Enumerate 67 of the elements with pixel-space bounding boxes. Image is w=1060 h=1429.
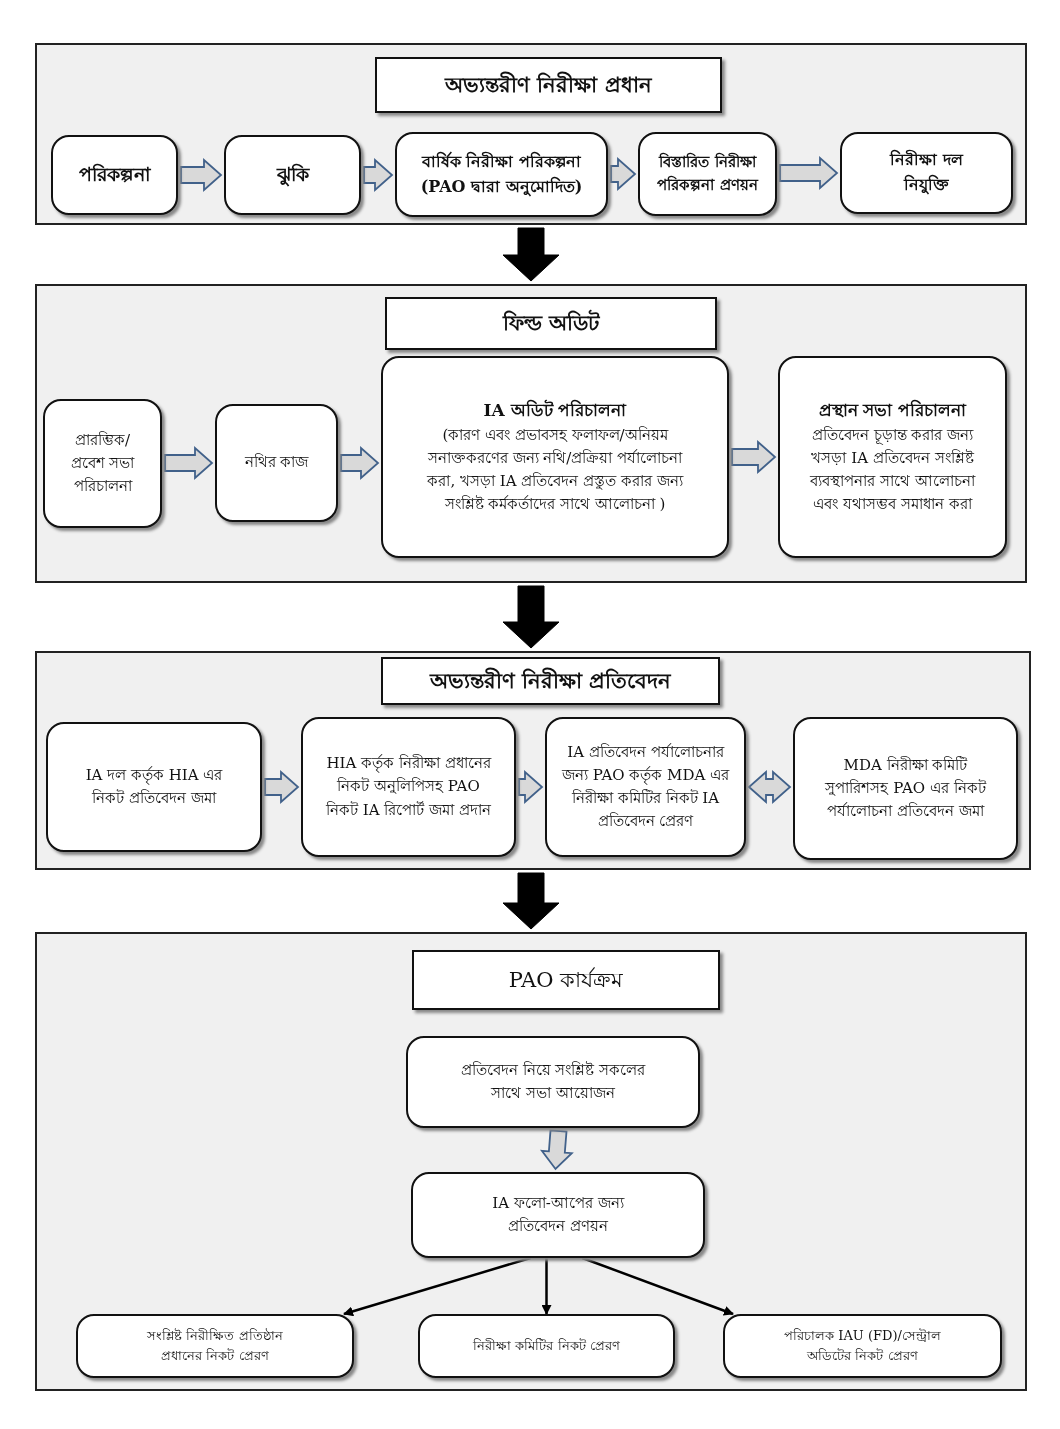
- box-heading: প্রস্থান সভা পরিচালনা: [818, 398, 967, 423]
- box-text: (কারণ এবং প্রভাবসহ ফলাফল/অনিয়ম সনাক্তকরণের জন্য নথি/প্রক্রিয়া পর্যালোচনা করা, খসড়া IA প্রতিবেদন প্রস্তুত করার জন্য সংশ্লিষ্ট কর্মকর্তাদের সাথে আলোচনা ): [426, 424, 685, 516]
- block-arrow: [264, 770, 300, 804]
- box-text: ঝুকি: [276, 162, 309, 189]
- process-box: [418, 1314, 675, 1378]
- process-box: [638, 132, 777, 216]
- block-arrow: [340, 446, 380, 480]
- process-box: [840, 132, 1013, 214]
- section-panel: [35, 284, 1027, 583]
- process-box: [51, 135, 178, 215]
- box-text: নিরীক্ষা দল নিযুক্তি: [888, 148, 965, 197]
- block-arrow: [180, 158, 223, 192]
- box-text: পরিচালক IAU (FD)/সেন্ট্রাল অডিটের নিকট প্রেরণ: [783, 1326, 942, 1365]
- block-arrow: [502, 585, 560, 649]
- section-panel: [35, 932, 1027, 1391]
- block-arrow: [502, 227, 560, 282]
- block-arrow: [779, 156, 839, 190]
- process-box: [224, 135, 361, 215]
- process-box: [406, 1036, 700, 1128]
- process-box: [411, 1172, 705, 1258]
- block-arrow: [610, 157, 637, 191]
- box-text: MDA নিরীক্ষা কমিটি সুপারিশসহ PAO এর নিকট পর্যালোচনা প্রতিবেদন জমা: [825, 754, 986, 823]
- arrow: [581, 1256, 734, 1316]
- arrow: [343, 1256, 531, 1317]
- box-text: IA প্রতিবেদন পর্যালোচনার জন্য PAO কর্তৃক MDA এর নিরীক্ষা কমিটির নিকট IA প্রতিবেদন প্রেরণ: [561, 741, 730, 833]
- box-text: প্রারম্ভিক/ প্রবেশ সভা পরিচালনা: [69, 429, 136, 498]
- section-panel: [35, 651, 1031, 870]
- process-box: [43, 399, 162, 528]
- box-text: বার্ষিক নিরীক্ষা পরিকল্পনা (PAO দ্বারা অনুমোদিত): [419, 150, 584, 199]
- box-text: বিস্তারিত নিরীক্ষা পরিকল্পনা প্রণয়ন: [656, 151, 760, 196]
- heading-box: [412, 950, 720, 1010]
- box-text: IA ফলো-আপের জন্য প্রতিবেদন প্রণয়ন: [491, 1192, 626, 1237]
- block-arrow: [164, 446, 214, 480]
- section-heading: PAO কার্যক্রম: [508, 966, 624, 994]
- process-box: [381, 356, 729, 558]
- block-arrow: [518, 770, 544, 804]
- box-text: নথির কাজ: [244, 452, 309, 474]
- heading-box: [375, 57, 722, 113]
- box-text: নিরীক্ষা কমিটির নিকট প্রেরণ: [473, 1336, 620, 1355]
- section-heading: ফিল্ড অডিট: [502, 308, 600, 338]
- block-arrow: [502, 872, 560, 930]
- box-text: প্রতিবেদন চূড়ান্ত করার জন্য খসড়া IA প্রতিবেদন সংশ্লিষ্ট ব্যবস্থাপনার সাথে আলোচনা এবং যথাসম্ভব সমাধান করা: [809, 424, 977, 516]
- process-box: [301, 717, 516, 857]
- box-text: প্রতিবেদন নিয়ে সংশ্লিষ্ট সকলের সাথে সভা আয়োজন: [459, 1059, 647, 1104]
- block-arrow: [731, 440, 777, 474]
- heading-box: [381, 657, 720, 705]
- process-box: [215, 404, 338, 522]
- box-heading: IA অডিট পরিচালনা: [483, 398, 627, 423]
- box-text: IA দল কর্তৃক HIA এর নিকট প্রতিবেদন জমা: [84, 764, 224, 809]
- process-box: [793, 717, 1018, 860]
- block-arrow: [747, 770, 792, 804]
- section-panel: [35, 43, 1027, 225]
- section-heading: অভ্যন্তরীণ নিরীক্ষা প্রধান: [445, 70, 652, 99]
- section-heading: অভ্যন্তরীণ নিরীক্ষা প্রতিবেদন: [429, 666, 672, 695]
- arrow: [541, 1258, 552, 1315]
- box-text: পরিকল্পনা: [78, 162, 151, 188]
- block-arrow: [540, 1129, 574, 1171]
- process-box: [395, 132, 608, 217]
- process-box: [46, 722, 262, 852]
- process-box: [723, 1314, 1002, 1378]
- process-box: [545, 717, 746, 857]
- heading-box: [385, 297, 717, 350]
- box-text: সংশ্লিষ্ট নিরীক্ষিত প্রতিষ্ঠান প্রধানের নিকট প্রেরণ: [146, 1326, 284, 1365]
- box-text: HIA কর্তৃক নিরীক্ষা প্রধানের নিকট অনুলিপিসহ PAO নিকট IA রিপোর্ট জমা প্রদান: [325, 753, 493, 821]
- process-box: [76, 1314, 354, 1378]
- process-box: [778, 356, 1007, 558]
- block-arrow: [363, 158, 394, 192]
